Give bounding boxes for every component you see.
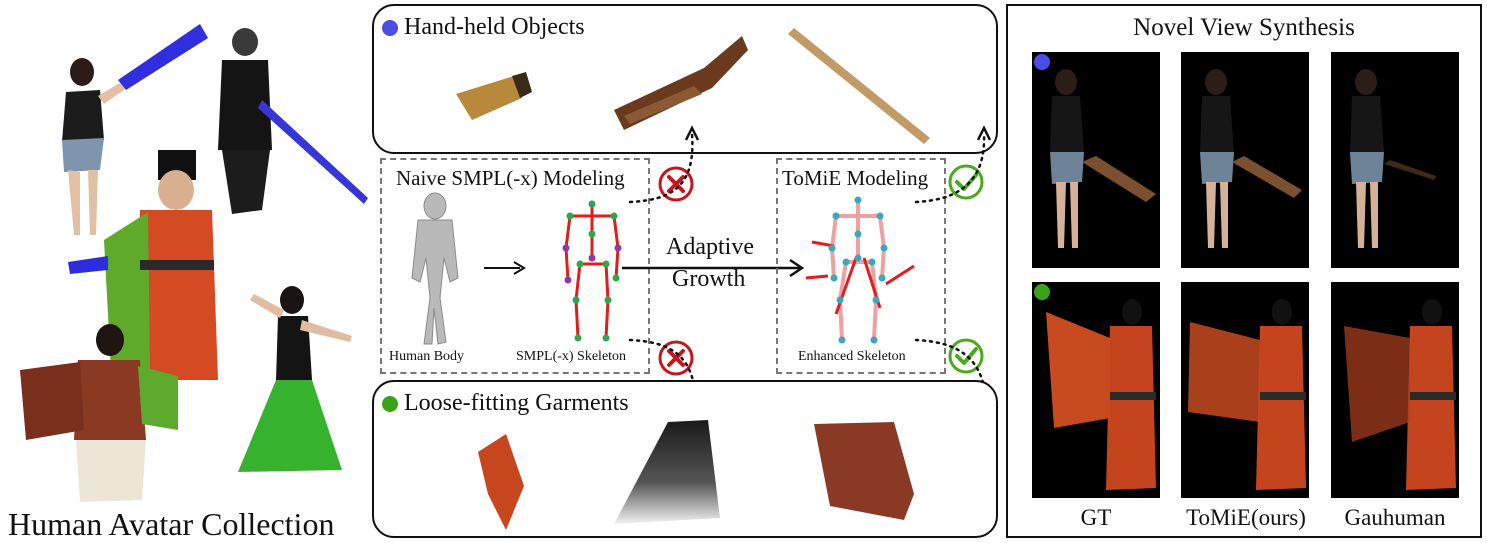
body-to-skeleton-arrow (484, 261, 526, 275)
objects-illustrations (456, 28, 930, 144)
avatar-dancer (238, 286, 352, 472)
avatar-collection-caption: Human Avatar Collection (8, 506, 335, 542)
nvs-row1-dot-icon (1034, 54, 1050, 70)
garments-panel-title: Loose-fitting Garments (382, 390, 629, 417)
smpl-skeleton-joints-purple (562, 244, 622, 284)
nvs-col-label-gt: GT (1080, 505, 1112, 530)
nvs-title: Novel View Synthesis (1133, 14, 1355, 41)
garment-sleeve (478, 434, 524, 530)
naive-modeling-title: Naive SMPL(-x) Modeling (396, 166, 625, 190)
naive-modeling-box (380, 158, 650, 374)
cross-icon (658, 340, 694, 376)
object-fur-duster (614, 36, 748, 130)
tomie-modeling-box (776, 158, 946, 374)
object-staff (788, 28, 930, 144)
avatar-hanfu-woman (20, 324, 178, 502)
row2-gt-figure (1046, 299, 1156, 490)
tomie-modeling-title: ToMiE Modeling (782, 166, 929, 190)
enhanced-skeleton (829, 200, 887, 341)
smpl-skeleton (564, 204, 620, 339)
object-tassel (456, 72, 532, 120)
human-body-mesh (411, 192, 459, 345)
cross-icon (658, 166, 694, 202)
enhanced-skeleton-joints (828, 196, 888, 344)
garment-robe-panel (814, 422, 914, 520)
nvs-row2-figures (1046, 299, 1456, 490)
avatar-duster-woman (62, 24, 208, 235)
garments-illustrations (478, 420, 914, 530)
row2-gauhuman-figure (1344, 299, 1456, 490)
avatar-staff-man (218, 28, 368, 214)
nvs-row2-dot-icon (1034, 284, 1050, 300)
objects-panel-title: Hand-held Objects (382, 14, 585, 41)
garments-panel: Loose-fitting Garments (372, 380, 998, 538)
objects-panel: Hand-held Objects (372, 4, 998, 154)
tomie-top-dotted-arrow (914, 125, 992, 204)
adaptive-growth-line1: Adaptive (666, 234, 754, 260)
row1-tomie-figure (1200, 69, 1302, 248)
garment-skirt (614, 420, 720, 524)
row1-gauhuman-figure (1350, 69, 1436, 248)
nvs-row1-figures (1050, 69, 1436, 248)
enhanced-skeleton-illustration (805, 196, 915, 344)
human-body-label: Human Body (389, 349, 465, 364)
adaptive-growth-arrow (622, 258, 805, 278)
adaptive-growth-line2: Growth (672, 266, 746, 292)
avatar-figures (20, 24, 368, 502)
avatar-collection: Human Avatar Collection (0, 0, 370, 543)
row1-gt-figure (1050, 69, 1156, 248)
naive-top-dotted-arrow (628, 125, 700, 204)
row2-tomie-figure (1188, 299, 1306, 490)
smpl-skeleton-joints (566, 200, 620, 342)
nvs-col-label-tomie: ToMiE(ours) (1186, 505, 1306, 530)
garments-dot-icon (382, 396, 398, 413)
naive-modeling-illustration (411, 192, 622, 345)
objects-dot-icon (382, 20, 398, 37)
smpl-skeleton-label: SMPL(-x) Skeleton (516, 349, 627, 364)
nvs-col-label-gauhuman: Gauhuman (1344, 505, 1446, 530)
enhanced-skeleton-label: Enhanced Skeleton (798, 349, 906, 364)
